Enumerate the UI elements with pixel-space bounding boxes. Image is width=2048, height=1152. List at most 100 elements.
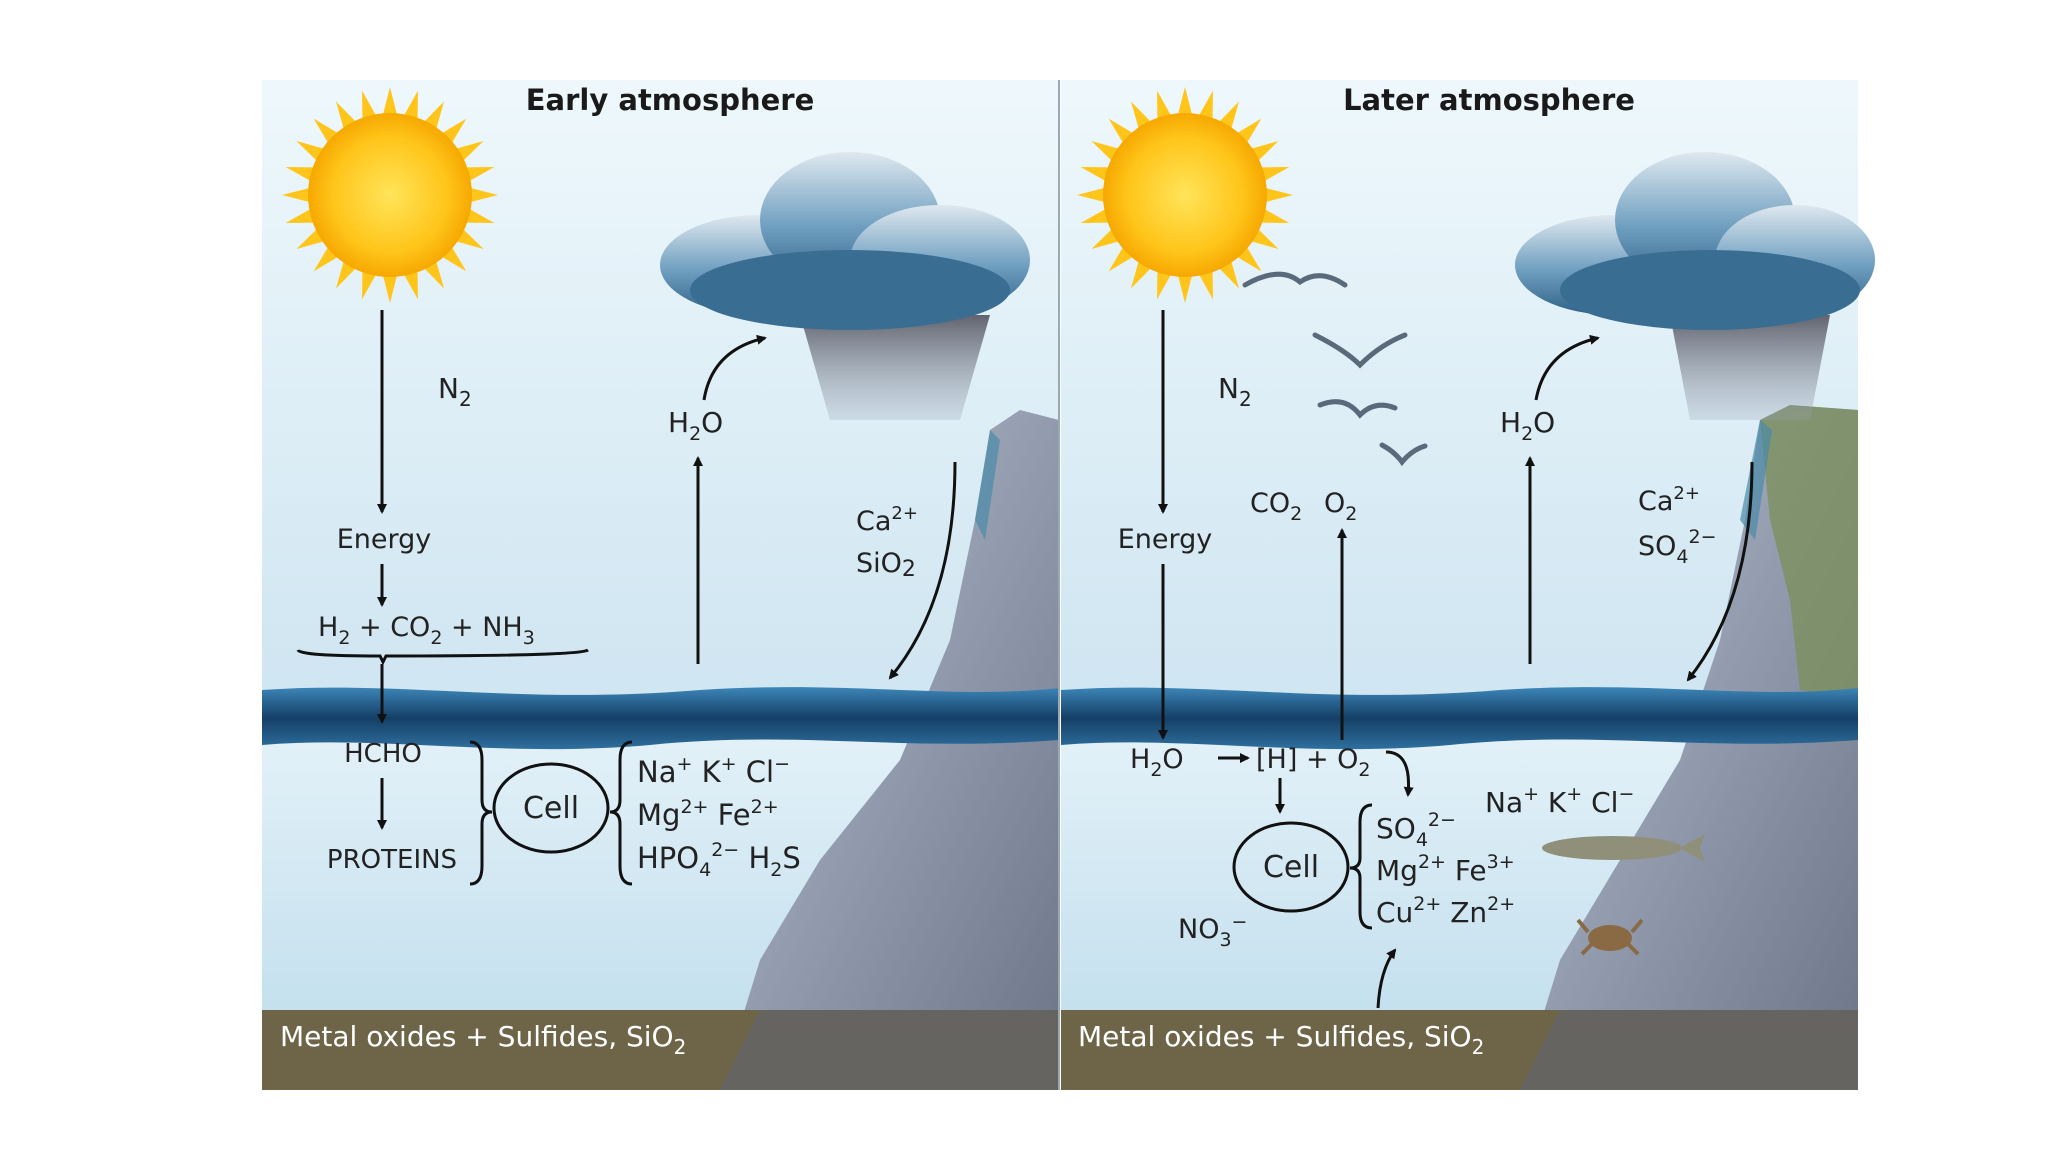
bird-icon (1317, 399, 1398, 419)
sun-ray (382, 87, 398, 116)
early-cell-icon (492, 762, 610, 854)
later-so4-label: SO42− (1638, 526, 1717, 568)
vegetation (1760, 405, 1858, 700)
sun-ray (362, 90, 377, 120)
ions-brace (609, 740, 633, 886)
later-ions-row3: Cu2+ Zn2+ (1376, 893, 1515, 929)
sun-ray (1250, 141, 1279, 162)
sun-ray (455, 228, 484, 249)
sun-ray (1131, 101, 1152, 130)
sun-ray (1091, 141, 1120, 162)
o2-label: O2 (1324, 488, 1357, 525)
sun-ray (403, 90, 418, 120)
later-ions-brace (1349, 803, 1373, 930)
later-title: Later atmosphere (1343, 83, 1635, 117)
early-h2o-to-cloud-arrow (702, 334, 767, 401)
sun-ray (1260, 208, 1290, 223)
early-n2-label: N2 (438, 372, 472, 411)
sun-ray (1177, 87, 1193, 116)
later-n2-label: N2 (1218, 372, 1252, 411)
later-h2o-eq: H2O (1130, 744, 1184, 781)
crab-icon (1576, 918, 1644, 956)
early-ca-label: Ca2+ (856, 503, 918, 537)
sediment-to-ions-arrow (1376, 948, 1397, 1009)
mountain-icon (1520, 405, 1858, 1090)
later-h2o-label: H2O (1500, 406, 1555, 445)
sun-ray (1198, 90, 1213, 120)
later-cell-icon (1232, 821, 1350, 913)
sun-ray (362, 270, 377, 300)
early-ions-row3: HPO42− H2S (637, 839, 801, 881)
sun-ray (465, 208, 495, 223)
hcho-label: HCHO (344, 739, 422, 769)
early-runoff-arrow (888, 461, 957, 680)
sun-ray (1077, 187, 1106, 203)
later-energy-label: Energy (1118, 524, 1213, 555)
sun-ray (1260, 167, 1290, 182)
sun-icon (282, 87, 498, 303)
later-ions-row1: SO42− (1376, 809, 1456, 851)
later-na-k-cl: Na+ K+ Cl− (1485, 783, 1634, 819)
rain-cloud-icon (1515, 152, 1875, 420)
sun-ray (403, 270, 418, 300)
gas-brace (296, 648, 589, 666)
no3-label: NO3− (1178, 911, 1247, 951)
early-h2o-label: H2O (668, 406, 723, 445)
later-sediment-label: Metal oxides + Sulfides, SiO2 (1078, 1020, 1484, 1059)
mountain-icon (720, 410, 1059, 1090)
bird-icon (1242, 271, 1348, 288)
fish-icon (1542, 834, 1705, 862)
proteins-label: PROTEINS (327, 845, 457, 875)
sun-ray (1131, 260, 1152, 289)
early-sio2-label: SiO2 (856, 548, 916, 582)
early-sediment-label: Metal oxides + Sulfides, SiO2 (280, 1020, 686, 1059)
later-ca-label: Ca2+ (1638, 483, 1700, 517)
early-title: Early atmosphere (526, 83, 815, 117)
sun-ray (285, 208, 315, 223)
sun-ray (285, 167, 315, 182)
early-energy-label: Energy (337, 524, 432, 555)
early-ions-row1: Na+ K+ Cl− (637, 753, 790, 789)
sun-ray (1080, 208, 1110, 223)
sun-ray (1218, 101, 1239, 130)
sun-ray (336, 260, 357, 289)
sun-ray (423, 260, 444, 289)
bird-icon (1379, 442, 1428, 467)
bird-icon (1312, 332, 1408, 369)
co2-label: CO2 (1250, 488, 1302, 525)
early-cell-label: Cell (523, 791, 579, 826)
sun-ray (469, 187, 498, 203)
later-runoff-arrow (1686, 461, 1754, 682)
early-ions-row2: Mg2+ Fe2+ (637, 796, 779, 832)
sun-ray (336, 101, 357, 130)
sun-icon (1077, 87, 1293, 303)
o2-to-sulfate-arrow (1385, 750, 1414, 797)
sun-ray (1157, 270, 1172, 300)
sun-ray (1198, 270, 1213, 300)
sun-ray (423, 101, 444, 130)
later-ions-row2: Mg2+ Fe3+ (1376, 851, 1515, 887)
sun-ray (382, 274, 398, 303)
sun-ray (1080, 167, 1110, 182)
sun-ray (1177, 274, 1193, 303)
proteins-brace (469, 740, 493, 886)
sun-ray (1264, 187, 1293, 203)
early-water-surface (262, 687, 1059, 750)
sun-ray (455, 141, 484, 162)
sun-ray (296, 141, 325, 162)
sun-ray (296, 228, 325, 249)
sun-ray (1091, 228, 1120, 249)
early-panel: Early atmosphere N2 Energy H2 + CO2 + NH… (262, 80, 1059, 1090)
later-cell-label: Cell (1263, 850, 1319, 885)
later-panel: Later atmosphere N2 Energy CO2 O2 H2O [H… (1061, 80, 1875, 1090)
sun-ray (1250, 228, 1279, 249)
sun-ray (1218, 260, 1239, 289)
sun-disc (308, 113, 472, 277)
early-gas-equation: H2 + CO2 + NH3 (318, 612, 535, 649)
sun-ray (465, 167, 495, 182)
sun-ray (1157, 90, 1172, 120)
sun-ray (282, 187, 311, 203)
sun-disc (1103, 113, 1267, 277)
rain-cloud-icon (660, 152, 1030, 420)
